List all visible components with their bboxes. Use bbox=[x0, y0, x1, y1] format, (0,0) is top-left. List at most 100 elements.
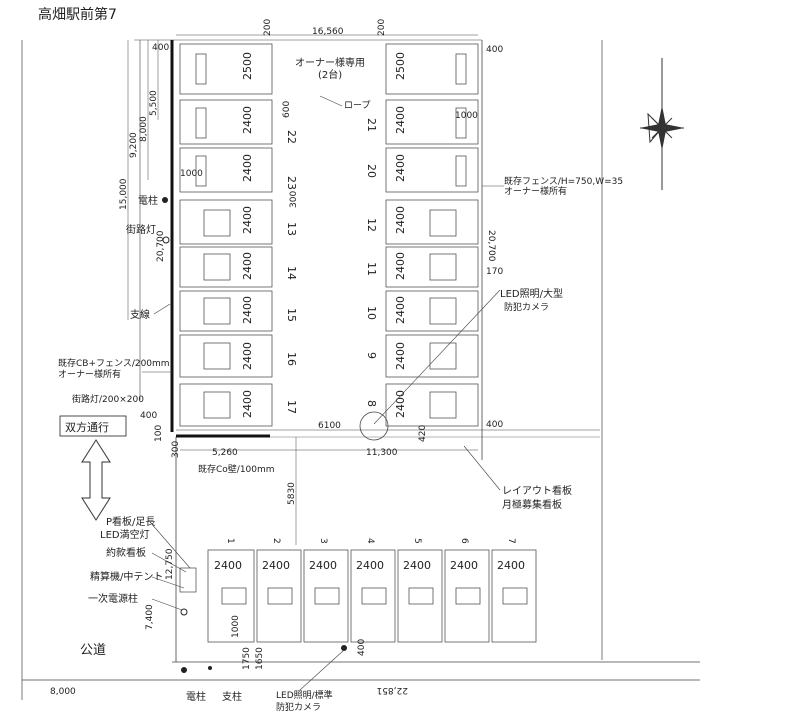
security-camera-label: 防犯カメラ bbox=[504, 301, 549, 313]
camera-range-icon bbox=[359, 411, 389, 441]
svg-text:400: 400 bbox=[486, 45, 503, 55]
svg-text:5,500: 5,500 bbox=[149, 90, 159, 116]
stall-number: 22 bbox=[285, 130, 298, 144]
svg-text:1000: 1000 bbox=[180, 169, 203, 179]
streetlight-label: 街路灯 bbox=[126, 223, 156, 236]
pole-icon bbox=[162, 197, 168, 203]
bottom-stall-numbers: 1 2 3 4 5 6 7 bbox=[225, 538, 516, 544]
stall-number: 17 bbox=[285, 400, 298, 414]
existing-fence-owner: オーナー様所有 bbox=[504, 185, 567, 197]
svg-text:400: 400 bbox=[140, 411, 157, 421]
svg-text:300: 300 bbox=[289, 191, 299, 208]
stall-number: 13 bbox=[285, 222, 298, 236]
svg-text:2400: 2400 bbox=[241, 154, 254, 182]
bottom-pole-icon bbox=[181, 667, 187, 673]
stall-number: 9 bbox=[365, 352, 378, 359]
svg-text:1750: 1750 bbox=[242, 647, 252, 670]
svg-text:2400: 2400 bbox=[394, 342, 407, 370]
svg-text:20,700: 20,700 bbox=[486, 230, 496, 262]
stall-number: 15 bbox=[285, 308, 298, 322]
svg-text:2400: 2400 bbox=[356, 559, 384, 572]
site-boundary bbox=[21, 39, 700, 700]
meter-icon bbox=[179, 567, 197, 593]
cb-fence-owner: オーナー様所有 bbox=[58, 368, 121, 380]
svg-text:11,300: 11,300 bbox=[366, 448, 398, 458]
svg-text:2400: 2400 bbox=[403, 559, 431, 572]
stall-number: 7 bbox=[506, 538, 516, 544]
existing-fence-label: 既存フェンス/H=750,W=35 bbox=[504, 175, 623, 187]
svg-text:5,260: 5,260 bbox=[212, 448, 238, 458]
svg-text:16,560: 16,560 bbox=[312, 27, 344, 37]
stall-number: 1 bbox=[225, 538, 235, 544]
svg-text:8,000: 8,000 bbox=[139, 116, 149, 142]
svg-text:2400: 2400 bbox=[241, 106, 254, 134]
svg-text:15,000: 15,000 bbox=[119, 178, 129, 210]
svg-text:1650: 1650 bbox=[255, 647, 265, 670]
stall-number: 14 bbox=[285, 266, 298, 280]
stall-number: 10 bbox=[365, 306, 378, 320]
svg-text:22,851: 22,851 bbox=[377, 685, 409, 695]
svg-text:420: 420 bbox=[418, 425, 428, 442]
stall-number: 23 bbox=[285, 176, 298, 190]
cb-fence-label: 既存CB+フェンス/200mm bbox=[58, 357, 170, 369]
led-full-label: LED満空灯 bbox=[100, 528, 150, 541]
existing-wall-label: 既存Co壁/100mm bbox=[198, 463, 275, 475]
svg-text:2400: 2400 bbox=[241, 342, 254, 370]
rope-label: ロープ bbox=[344, 100, 370, 111]
power-pole-label: 一次電源柱 bbox=[88, 592, 138, 605]
right-stall-numbers: 21 20 12 11 10 9 8 bbox=[365, 118, 378, 407]
stall-number: 4 bbox=[365, 538, 375, 544]
stall-number: 16 bbox=[285, 352, 298, 366]
svg-text:2400: 2400 bbox=[394, 106, 407, 134]
top-dimensions: 16,560 200 200 400 400 600 300 1000 1000 bbox=[152, 19, 503, 208]
svg-text:2400: 2400 bbox=[394, 390, 407, 418]
north-arrow-icon bbox=[640, 58, 684, 190]
svg-text:2400: 2400 bbox=[394, 252, 407, 280]
svg-text:2400: 2400 bbox=[309, 559, 337, 572]
bottom-stay-label: 支柱 bbox=[222, 690, 242, 703]
right-stalls bbox=[385, 43, 479, 427]
streetlight-size-label: 街路灯/200×200 bbox=[72, 393, 144, 405]
led-light-icon bbox=[341, 645, 347, 651]
pole-label: 電柱 bbox=[138, 194, 158, 207]
right-stall-lengths: 2500 2400 2400 2400 2400 2400 2400 2400 bbox=[394, 52, 407, 418]
svg-text:2400: 2400 bbox=[241, 296, 254, 324]
stall-number: 6 bbox=[459, 538, 469, 544]
svg-text:8,000: 8,000 bbox=[50, 687, 76, 697]
stall-number: 5 bbox=[412, 538, 422, 544]
bottom-stay-icon bbox=[208, 666, 212, 670]
svg-text:2400: 2400 bbox=[241, 390, 254, 418]
left-stall-lengths: 2500 2400 2400 2400 2400 2400 2400 2400 bbox=[241, 52, 254, 418]
layout-sign-label: レイアウト看板 bbox=[502, 484, 572, 497]
stall-number: 3 bbox=[318, 538, 328, 544]
two-way-box bbox=[59, 415, 127, 437]
bottom-stalls bbox=[207, 549, 537, 643]
stall-number: 2 bbox=[271, 538, 281, 544]
left-stall-numbers: 22 23 13 14 15 16 17 bbox=[285, 130, 298, 414]
svg-text:2400: 2400 bbox=[214, 559, 242, 572]
svg-text:200: 200 bbox=[263, 19, 273, 36]
monthly-sign-label: 月極募集看板 bbox=[502, 498, 562, 511]
p-sign-label: P看板/足長 bbox=[106, 515, 155, 528]
terms-sign-label: 約款看板 bbox=[106, 546, 146, 559]
bottom-pole-label: 電柱 bbox=[186, 690, 206, 703]
stall-number: 8 bbox=[365, 400, 378, 407]
svg-text:1000: 1000 bbox=[231, 615, 241, 638]
svg-text:2400: 2400 bbox=[262, 559, 290, 572]
svg-text:100: 100 bbox=[154, 425, 164, 442]
bottom-stall-lengths: 2400 2400 2400 2400 2400 2400 2400 bbox=[214, 559, 525, 572]
svg-text:200: 200 bbox=[377, 19, 387, 36]
stay-wire-label: 支線 bbox=[130, 308, 150, 321]
left-stalls bbox=[179, 43, 273, 427]
bottom-camera-label: 防犯カメラ bbox=[276, 701, 321, 713]
svg-text:2500: 2500 bbox=[394, 52, 407, 80]
meter-label: 精算機/中テント bbox=[90, 570, 163, 583]
stall-number: 20 bbox=[365, 164, 378, 178]
owner-only-label: オーナー様専用 bbox=[295, 56, 365, 69]
two-way-label: 双方通行 bbox=[65, 420, 109, 434]
svg-text:2400: 2400 bbox=[241, 252, 254, 280]
site-title: 高畑駅前第7 bbox=[38, 6, 117, 23]
owner-only-count: (2台) bbox=[318, 68, 342, 81]
svg-text:1000: 1000 bbox=[455, 111, 478, 121]
